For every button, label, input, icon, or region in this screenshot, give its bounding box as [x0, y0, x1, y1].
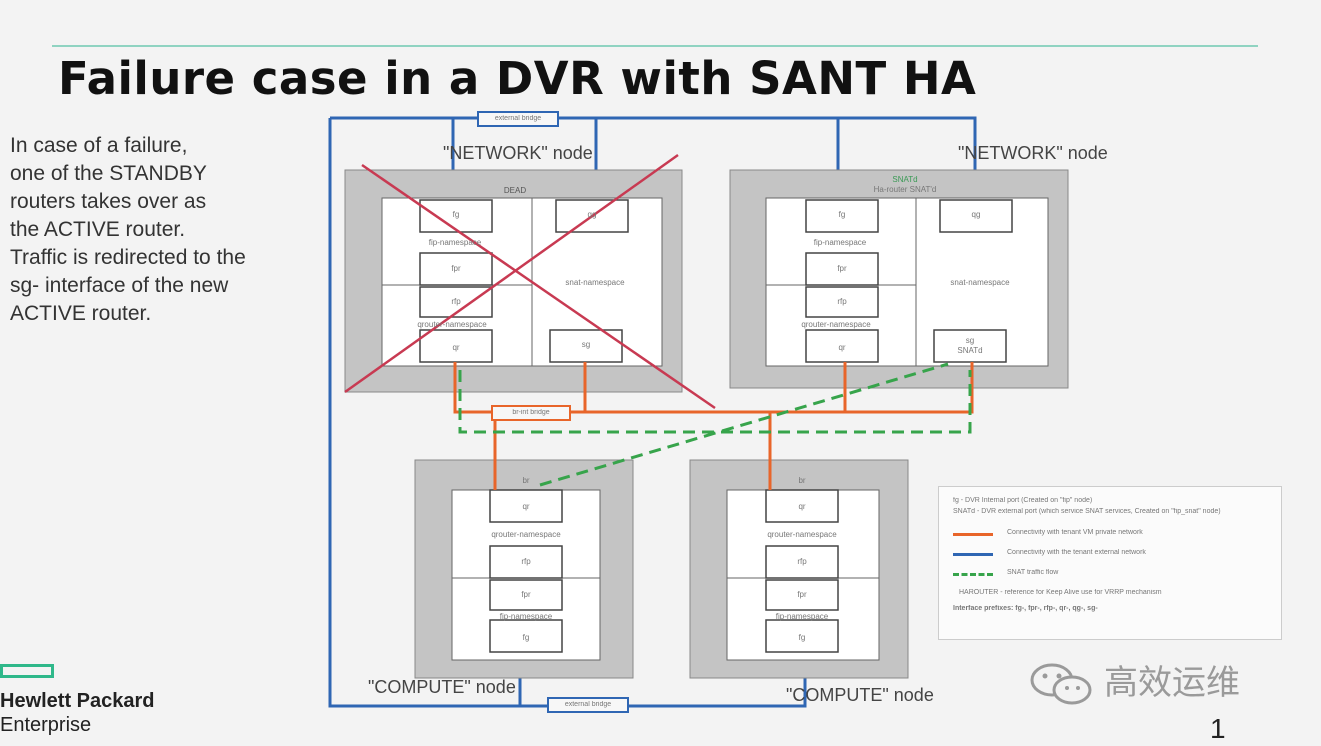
description-line: the ACTIVE router.	[10, 218, 186, 241]
company-name: Hewlett Packard	[0, 690, 155, 712]
port-label: fpr	[797, 590, 807, 599]
port-label: qr	[452, 343, 460, 352]
port-box	[939, 199, 1013, 233]
compute-node-label: "COMPUTE" node	[368, 677, 516, 697]
switch-box	[547, 697, 629, 713]
port-box	[805, 252, 879, 286]
private-network-link	[453, 362, 974, 414]
description-line: In case of a failure,	[10, 134, 188, 157]
port-box	[933, 329, 1007, 363]
node-status: Ha-router SNAT'd	[873, 185, 937, 194]
namespace-label: qrouter-namespace	[491, 530, 561, 539]
legend-orange-swatch	[953, 533, 993, 536]
failure-cross	[344, 153, 679, 394]
switch-box	[491, 405, 571, 421]
namespace-label: snat-namespace	[565, 278, 625, 287]
snat-flow-line	[458, 370, 972, 434]
port-box	[489, 619, 563, 653]
port-label: qg	[971, 210, 981, 219]
page-number: 1	[1210, 713, 1226, 744]
slide-description: In case of a failure, one of the STANDBY…	[10, 132, 310, 328]
port-box	[489, 545, 563, 579]
description-line: one of the STANDBY	[10, 162, 207, 185]
switch-label: br-int bridge	[512, 409, 550, 416]
port-box	[419, 329, 493, 363]
network-node-label: "NETWORK" node	[958, 143, 1108, 163]
namespace-label: qrouter-namespace	[801, 320, 871, 329]
diagram-legend: fg - DVR Internal port (Created on "fip"…	[938, 486, 1282, 640]
port-label: rfp	[837, 297, 847, 306]
title-rule	[52, 45, 1258, 47]
port-label: sg	[581, 340, 591, 349]
port-box	[765, 545, 839, 579]
legend-text: Connectivity with tenant VM private netw…	[1007, 529, 1143, 536]
port-label: qr	[838, 343, 846, 352]
port-label: qg	[587, 210, 597, 219]
port-box	[765, 619, 839, 653]
legend-text: SNATd - DVR external port (which service…	[953, 508, 1221, 515]
namespace-label: fip-namespace	[813, 238, 867, 247]
port-box	[805, 199, 879, 233]
port-label: sg	[965, 336, 975, 345]
port-label: fg	[452, 210, 460, 219]
port-box	[805, 286, 879, 318]
port-label: rfp	[797, 557, 807, 566]
legend-text: Connectivity with the tenant external ne…	[1007, 549, 1146, 556]
port-box	[765, 579, 839, 611]
compute-node-label: "COMPUTE" node	[786, 685, 934, 705]
legend-blue-swatch	[953, 553, 993, 556]
legend-text: Interface prefixes: fg-, fpr-, rfp-, qr-…	[953, 605, 1098, 612]
slide-title: Failure case in a DVR with SANT HA	[58, 52, 977, 105]
port-label: rfp	[451, 297, 461, 306]
port-label: qr	[522, 502, 530, 511]
port-label: fg	[798, 633, 806, 642]
description-line: ACTIVE router.	[10, 302, 152, 325]
port-box	[805, 329, 879, 363]
legend-text: SNAT traffic flow	[1007, 569, 1059, 576]
port-box	[489, 579, 563, 611]
switch-label: external bridge	[564, 701, 612, 708]
namespace-label: fip-namespace	[499, 612, 553, 621]
node-status: DEAD	[503, 186, 527, 195]
description-line: sg- interface of the new	[10, 274, 229, 297]
failure-cross	[361, 163, 716, 410]
namespace-label: fip-namespace	[428, 238, 482, 247]
hpe-logo-mark	[0, 664, 54, 678]
port-label: fpr	[521, 590, 531, 599]
port-label: fg	[838, 210, 846, 219]
port-label: qr	[798, 502, 806, 511]
description-line: Traffic is redirected to the	[10, 246, 246, 269]
port-label: br	[798, 476, 806, 485]
namespace-label: qrouter-namespace	[417, 320, 487, 329]
port-label: br	[522, 476, 530, 485]
port-label: rfp	[521, 557, 531, 566]
wechat-icon	[1028, 662, 1094, 711]
switch-box	[477, 111, 559, 127]
port-label: fg	[522, 633, 530, 642]
external-network-link	[328, 118, 522, 708]
port-box	[419, 252, 493, 286]
legend-text: fg - DVR Internal port (Created on "fip"…	[953, 497, 1093, 504]
namespace-label: fip-namespace	[775, 612, 829, 621]
port-box	[489, 489, 563, 523]
namespace-label: qrouter-namespace	[767, 530, 837, 539]
port-box	[765, 489, 839, 523]
port-box	[419, 199, 493, 233]
description-line: routers takes over as	[10, 190, 207, 213]
port-label: SNATd	[957, 346, 983, 355]
legend-text: HAROUTER - reference for Keep Alive use …	[959, 589, 1162, 596]
network-node-label: "NETWORK" node	[443, 143, 593, 163]
switch-label: external bridge	[494, 115, 542, 122]
port-label: fpr	[837, 264, 847, 273]
company-subtitle: Enterprise	[0, 714, 92, 736]
legend-green-swatch	[953, 573, 993, 576]
watermark-text: 高效运维	[1104, 664, 1240, 702]
snat-flow-line	[539, 362, 949, 487]
port-label: fpr	[451, 264, 461, 273]
node-status: SNATd	[892, 175, 918, 184]
namespace-label: snat-namespace	[950, 278, 1010, 287]
